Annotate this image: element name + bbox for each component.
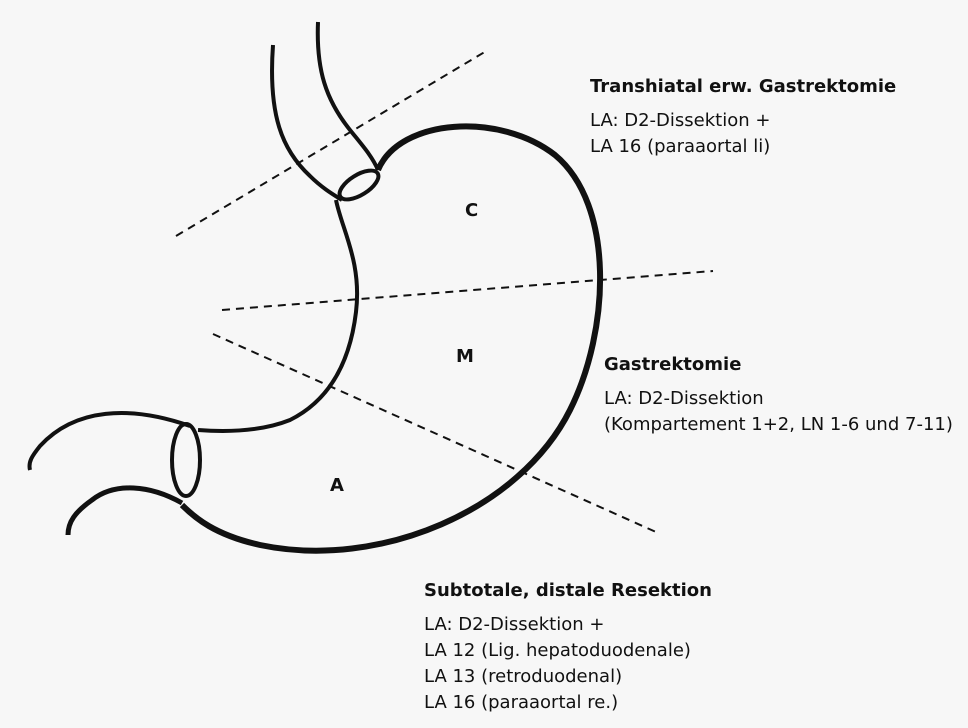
annotation-subtotal-line: LA 13 (retroduodenal): [424, 664, 712, 690]
annotation-transhiatal: Transhiatal erw. Gastrektomie LA: D2-Dis…: [590, 74, 896, 160]
annotation-subtotal-title: Subtotale, distale Resektion: [424, 578, 712, 604]
annotation-gastrektomie: Gastrektomie LA: D2-Dissektion (Komparte…: [604, 352, 953, 438]
duodenum-lower-wall: [68, 488, 182, 535]
greater-curvature: [182, 126, 600, 550]
zone-label-a: A: [330, 475, 344, 496]
annotation-subtotal: Subtotale, distale Resektion LA: D2-Diss…: [424, 578, 712, 716]
esophagus-left-wall: [272, 45, 342, 200]
duodenum-upper-wall: [29, 413, 190, 470]
annotation-transhiatal-line: LA: D2-Dissektion +: [590, 108, 896, 134]
annotation-subtotal-line: LA 12 (Lig. hepatoduodenale): [424, 638, 712, 664]
dashed-line-transhiatal: [176, 50, 488, 236]
esophagus-right-wall: [318, 22, 378, 170]
annotation-gastrektomie-line: (Kompartement 1+2, LN 1-6 und 7-11): [604, 412, 953, 438]
lesser-curvature: [198, 200, 357, 431]
annotation-subtotal-line: LA: D2-Dissektion +: [424, 612, 712, 638]
pylorus-ring: [172, 424, 200, 496]
annotation-subtotal-line: LA 16 (paraaortal re.): [424, 690, 712, 716]
annotation-gastrektomie-line: LA: D2-Dissektion: [604, 386, 953, 412]
dashed-line-gastrektomie: [222, 271, 713, 310]
cardia-ring: [335, 165, 383, 205]
annotation-gastrektomie-title: Gastrektomie: [604, 352, 953, 378]
annotation-transhiatal-line: LA 16 (paraaortal li): [590, 134, 896, 160]
zone-label-c: C: [465, 200, 478, 221]
annotation-transhiatal-title: Transhiatal erw. Gastrektomie: [590, 74, 896, 100]
zone-label-m: M: [456, 346, 474, 367]
